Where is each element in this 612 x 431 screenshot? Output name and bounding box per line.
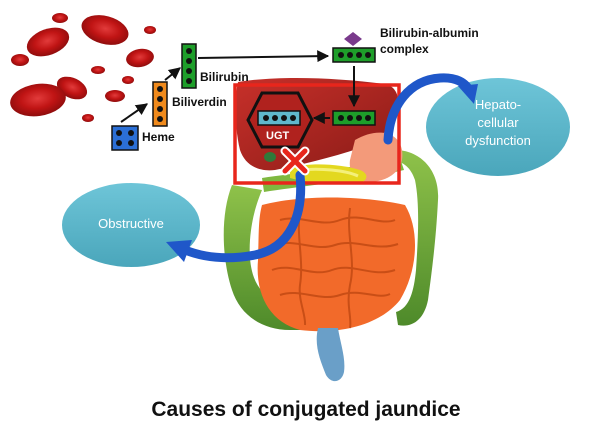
bilirubin-label: Bilirubin	[200, 70, 249, 84]
hepato-text-line1: Hepato-	[474, 97, 522, 112]
rectum	[316, 328, 345, 382]
pathway-arrows	[120, 50, 360, 124]
obstructive-arrow	[166, 170, 306, 263]
heme-label: Heme	[142, 130, 175, 144]
bilirubin-chain-icon	[181, 43, 197, 89]
liver-bilirubin-chain-icon	[332, 110, 376, 126]
heme-molecule-icon	[111, 125, 139, 151]
gallbladder	[264, 152, 276, 162]
albumin-diamond-icon	[344, 32, 362, 46]
hepato-text-line2: cellular	[477, 115, 519, 130]
complex-bilirubin-chain-icon	[332, 47, 376, 63]
ugt-enzyme-hexagon	[246, 91, 314, 149]
complex-label-line2: complex	[380, 42, 429, 56]
biliverdin-chain-icon	[152, 81, 168, 127]
hepatocellular-arrow	[383, 73, 478, 145]
small-intestine	[257, 197, 416, 332]
block-x-icon	[280, 146, 310, 176]
obstructive-text: Obstructive	[98, 216, 164, 231]
diagram-title: Causes of conjugated jaundice	[151, 398, 461, 421]
biliverdin-label: Biliverdin	[172, 95, 227, 109]
hepato-text-line3: dysfunction	[465, 133, 531, 148]
red-blood-cells	[10, 13, 156, 122]
stomach	[349, 132, 403, 183]
ugt-label: UGT	[266, 130, 290, 142]
obstructive-bubble	[62, 183, 200, 267]
complex-label-line1: Bilirubin-albumin	[380, 26, 479, 40]
hepatocellular-bubble	[426, 78, 570, 176]
liver-highlight-box	[233, 83, 401, 185]
